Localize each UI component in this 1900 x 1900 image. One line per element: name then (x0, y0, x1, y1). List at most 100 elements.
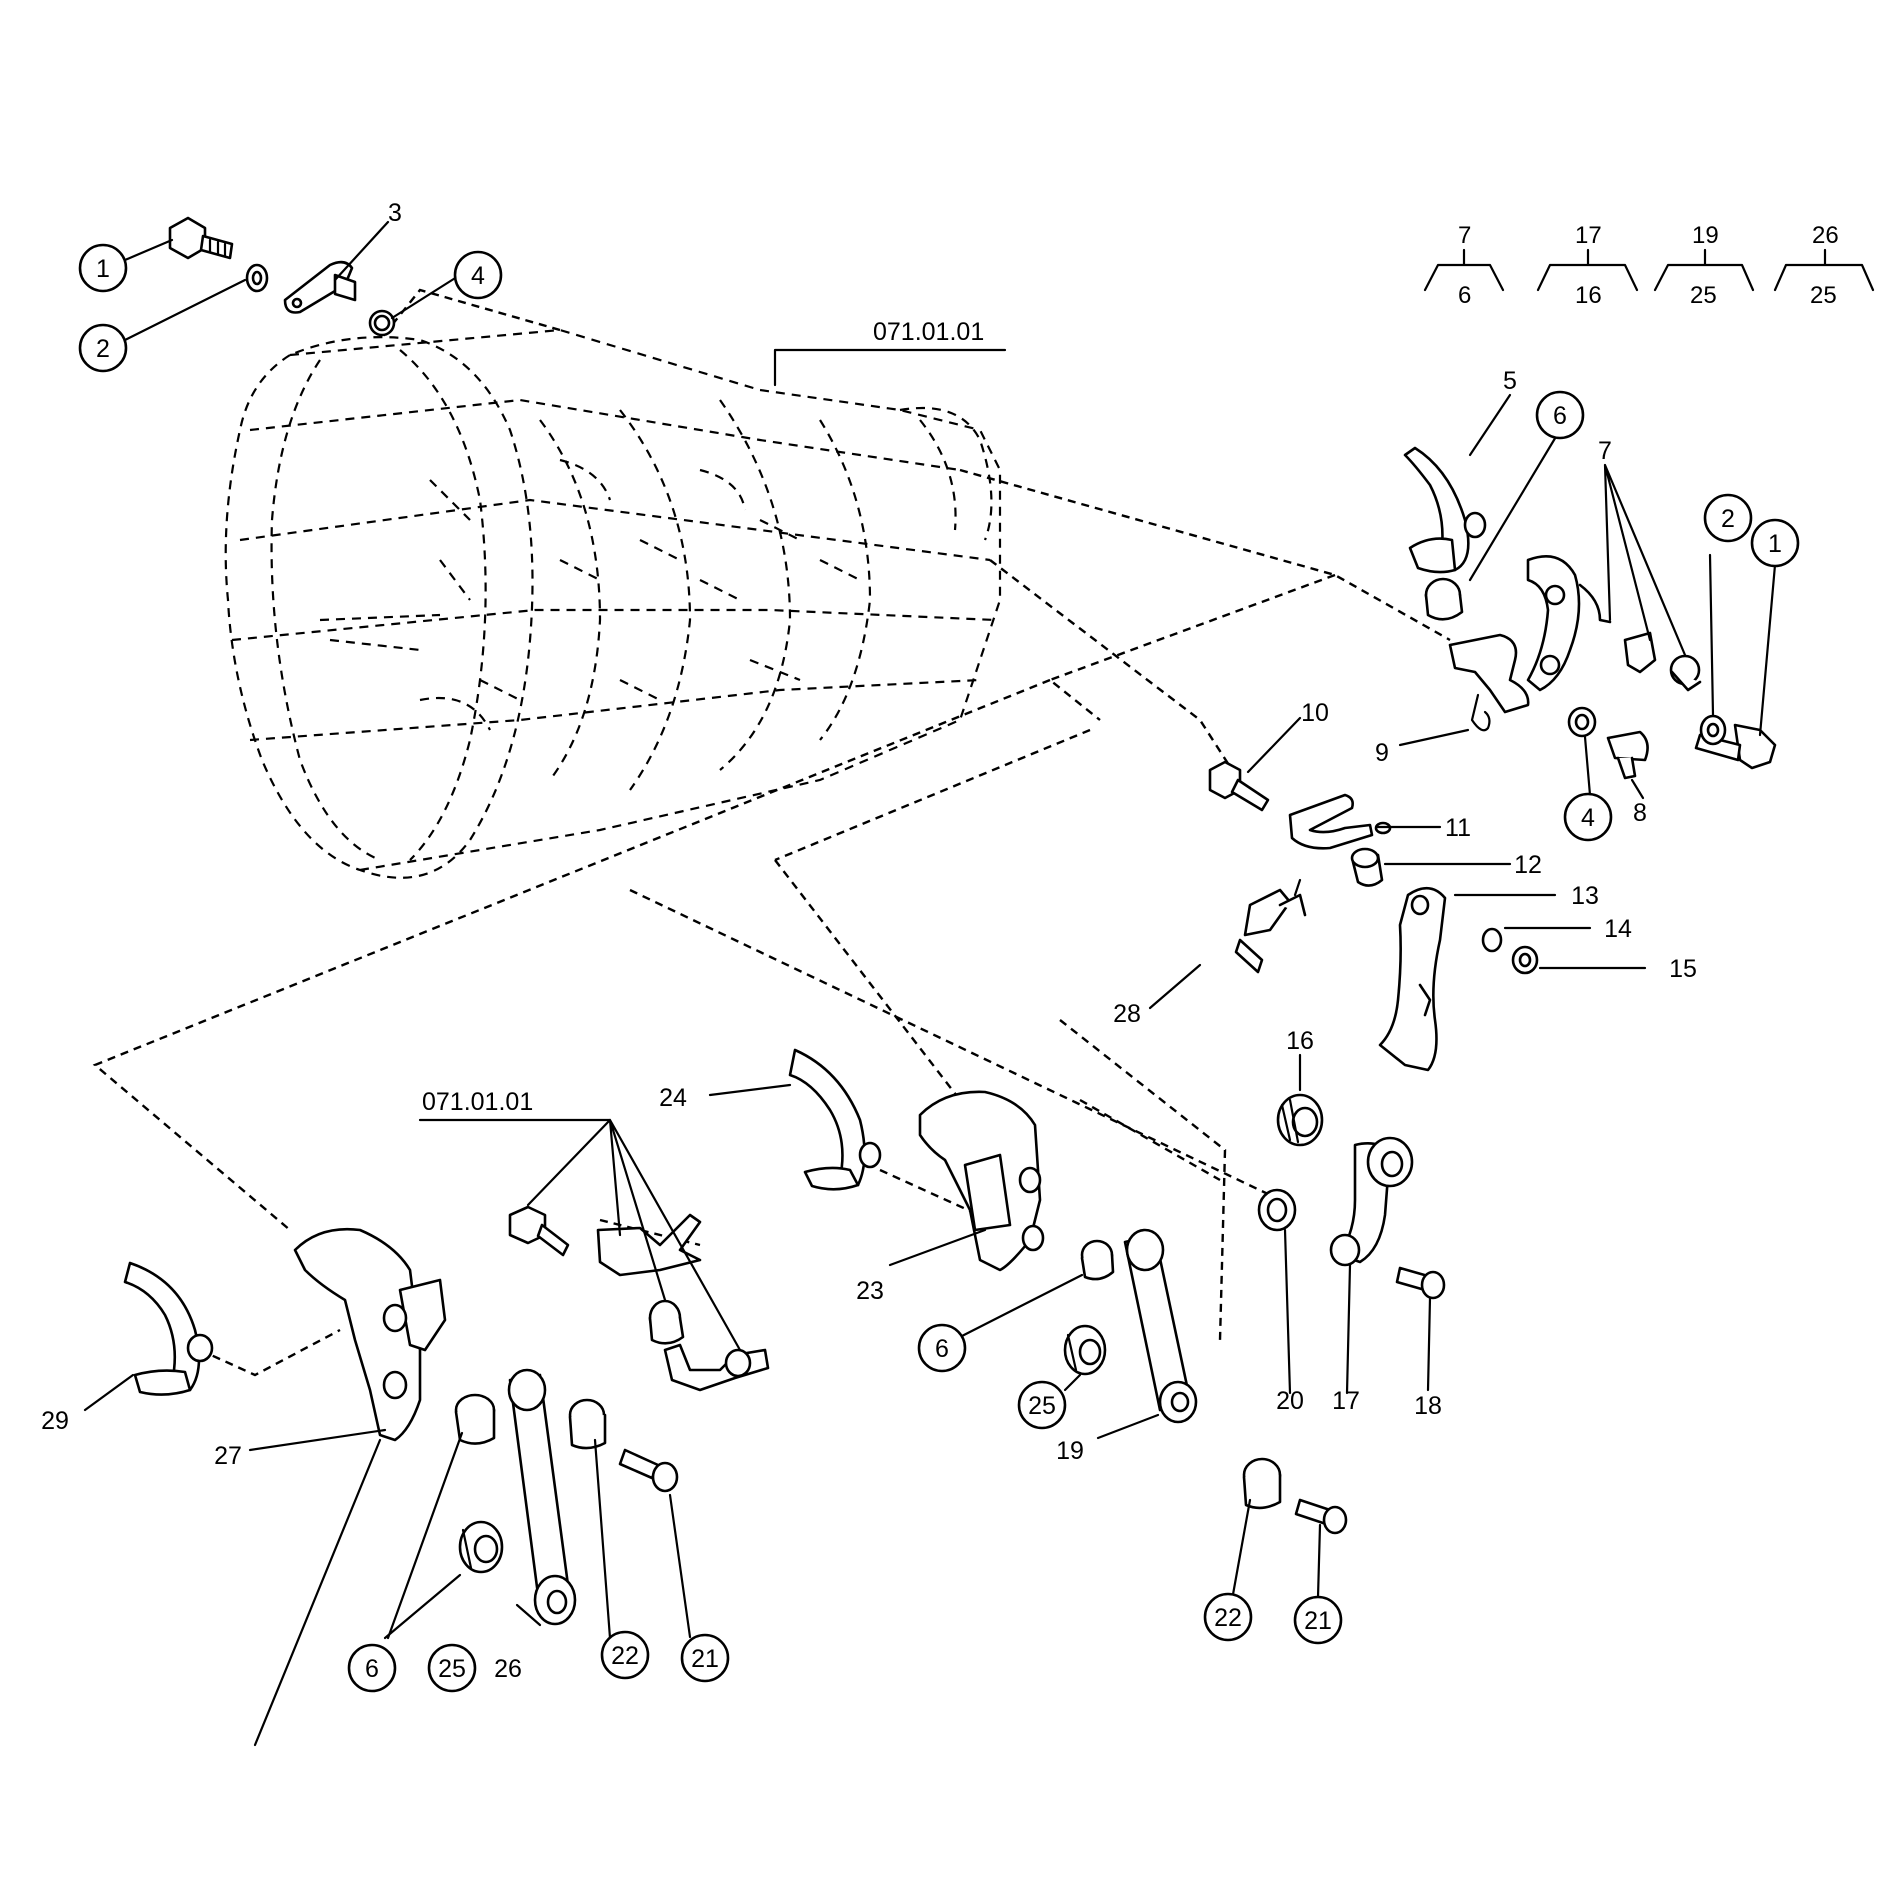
clip-part-11 (1288, 793, 1392, 850)
washer-part-14 (1481, 927, 1503, 953)
assembly-key-item: 26 25 (1773, 222, 1875, 309)
bushing-part-22-right (1242, 1457, 1282, 1510)
callout-label: 20 (1276, 1387, 1304, 1415)
ring-part-4-top (368, 309, 396, 337)
callout-label: 28 (1113, 1000, 1141, 1028)
callout-label: 4 (1581, 804, 1595, 832)
callout-number: 28 (1113, 1000, 1141, 1028)
callout-label: 1 (1768, 530, 1782, 558)
shift-fork-part-24 (788, 1048, 882, 1191)
callout-number: 19 (1056, 1437, 1084, 1465)
plug-part-8 (1606, 730, 1649, 780)
circled-callout: 1 (78, 243, 128, 293)
callout-number: 3 (388, 199, 402, 227)
fork-part-27 (293, 1227, 447, 1442)
bolt-part-10 (1208, 760, 1270, 812)
circled-callout: 25 (427, 1643, 477, 1693)
spring-part-9 (1470, 693, 1491, 732)
svg-text:16: 16 (1575, 282, 1602, 309)
svg-text:6: 6 (1458, 282, 1471, 309)
bolt-part-21-right (1294, 1498, 1348, 1535)
guide-lines (92, 288, 1451, 1377)
circled-callout: 22 (1203, 1592, 1253, 1642)
bushing-part-6-center (1080, 1239, 1115, 1281)
leader-lines (83, 220, 1777, 1747)
callout-number: 5 (1503, 367, 1517, 395)
transmission-housing (224, 328, 1002, 879)
callout-label: 29 (41, 1407, 69, 1435)
circled-callout: 6 (1535, 390, 1585, 440)
callout-label: 24 (659, 1084, 687, 1112)
svg-text:25: 25 (1810, 282, 1837, 309)
callout-number: 11 (1445, 814, 1471, 842)
callout-label: 21 (1304, 1607, 1332, 1635)
callout-number: 17 (1332, 1387, 1360, 1415)
callout-label: 6 (365, 1655, 379, 1683)
washer-part-2-right (1699, 714, 1727, 746)
circled-callout: 6 (347, 1643, 397, 1693)
bushing-part-25-left (458, 1520, 504, 1574)
callout-number: 29 (41, 1407, 69, 1435)
callout-label: 23 (856, 1277, 884, 1305)
callout-number: 14 (1604, 915, 1632, 943)
callout-label: 2 (96, 335, 110, 363)
circled-callout: 4 (453, 250, 503, 300)
callout-label: 25 (1028, 1392, 1056, 1420)
callout-label: 14 (1604, 915, 1632, 943)
assembly-key-item: 19 25 (1653, 222, 1755, 309)
shift-arm-part-7 (1448, 555, 1702, 714)
callout-label: 13 (1571, 882, 1599, 910)
callout-label: 4 (471, 262, 485, 290)
callout-number: 16 (1286, 1027, 1314, 1055)
circled-callout: 21 (1293, 1595, 1343, 1645)
callout-number: 8 (1633, 799, 1647, 827)
callout-label: 21 (691, 1645, 719, 1673)
shift-fork-part-5 (1403, 446, 1487, 574)
bushing-part-25-center (1063, 1324, 1107, 1376)
ring-part-4-right (1567, 706, 1597, 738)
svg-text:19: 19 (1692, 222, 1719, 249)
callout-label: 6 (935, 1335, 949, 1363)
assembly-key: 7 6 17 16 19 25 26 25 (1423, 222, 1875, 309)
shift-link-part-26 (507, 1368, 577, 1626)
ring-part-20 (1257, 1188, 1297, 1232)
bushing-part-16 (1276, 1093, 1324, 1147)
shift-link-part-17 (1329, 1136, 1414, 1267)
callout-label: 2 (1721, 505, 1735, 533)
callout-label: 3 (388, 199, 402, 227)
callout-label: 19 (1056, 1437, 1084, 1465)
callout-label: 6 (1553, 402, 1567, 430)
circled-callout: 25 (1017, 1380, 1067, 1430)
callout-label: 27 (214, 1442, 242, 1470)
callout-label: 11 (1445, 814, 1471, 842)
circled-callout: 6 (917, 1323, 967, 1373)
svg-text:17: 17 (1575, 222, 1602, 249)
callout-label: 1 (96, 255, 110, 283)
plate-part-3 (283, 260, 357, 314)
callout-number: 10 (1301, 699, 1329, 727)
callout-label: 16 (1286, 1027, 1314, 1055)
shift-fork-part-29 (123, 1261, 214, 1396)
callout-number: 24 (659, 1084, 687, 1112)
callout-label: 22 (1214, 1604, 1242, 1632)
callout-number: 23 (856, 1277, 884, 1305)
callout-label: 8 (1633, 799, 1647, 827)
switch-part-28 (1234, 878, 1307, 974)
svg-text:25: 25 (1690, 282, 1717, 309)
callout-label: 7 (1598, 437, 1612, 465)
callout-number: 12 (1514, 851, 1542, 879)
callout-number: 9 (1375, 739, 1389, 767)
lever-part-13 (1378, 886, 1447, 1072)
shift-rod-assembly-071 (508, 1205, 770, 1392)
callout-number: 18 (1414, 1392, 1442, 1420)
reference-label-upper: 071.01.01 (873, 318, 984, 346)
callout-label: 26 (494, 1655, 522, 1683)
callout-number: 26 (494, 1655, 522, 1683)
svg-text:7: 7 (1458, 222, 1471, 249)
assembly-key-item: 7 6 (1423, 222, 1505, 309)
assembly-key-item: 17 16 (1536, 222, 1639, 309)
fork-part-23 (918, 1090, 1045, 1272)
callout-number: 13 (1571, 882, 1599, 910)
callout-number: 7 (1598, 437, 1612, 465)
